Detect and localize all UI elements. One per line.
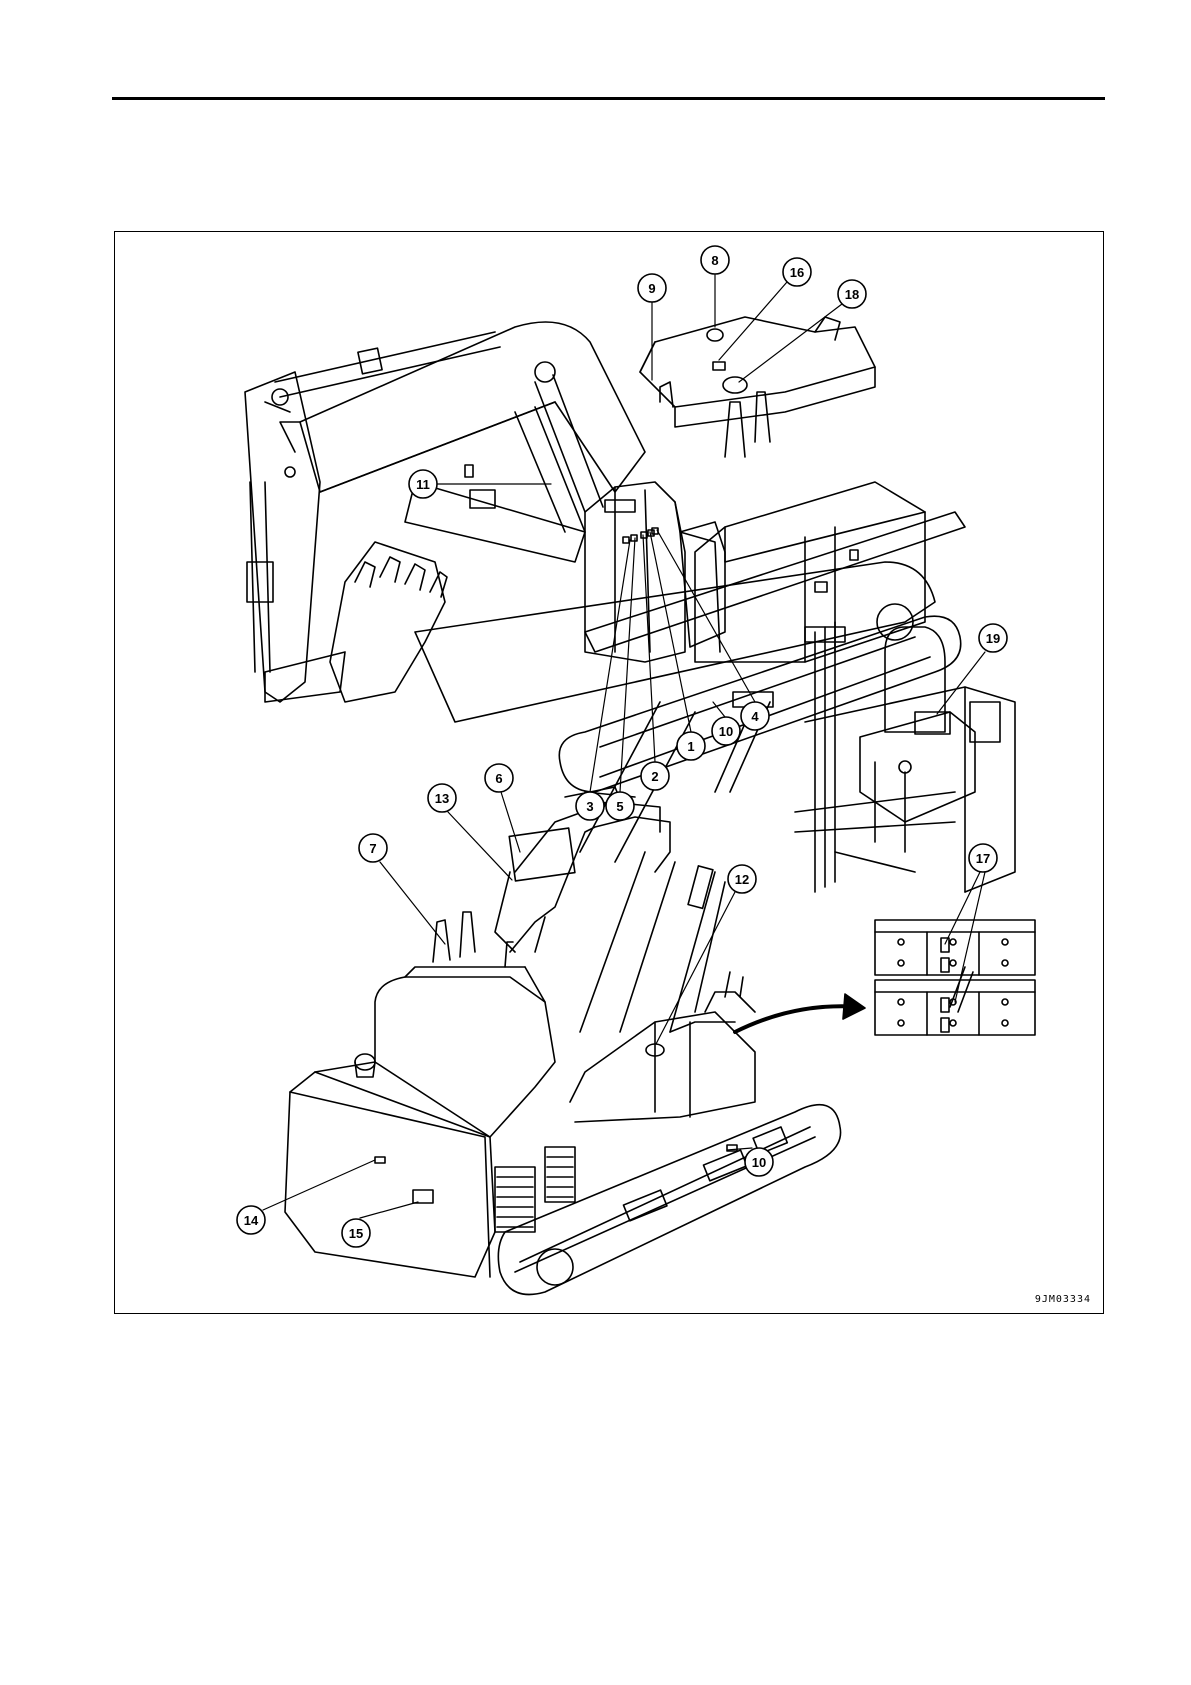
excavator-upper-view [245,317,965,862]
callout-11-label: 11 [416,477,430,492]
callout-4: 4 [741,702,769,730]
callout-12-label: 12 [735,872,749,887]
callout-2: 2 [641,762,669,790]
excavator-lower-view [285,787,865,1295]
callout-2-label: 2 [651,769,658,784]
callout-9-label: 9 [648,281,655,296]
callout-7-label: 7 [369,841,376,856]
callout-4-label: 4 [751,709,759,724]
callout-5-label: 5 [616,799,623,814]
figure-frame: 8 16 18 9 11 3 5 2 1 4 10 19 6 13 7 12 1… [114,231,1104,1314]
callout-17-label: 17 [976,851,990,866]
figure-code: 9JM03334 [1035,1294,1091,1305]
callout-16-label: 15 [349,1226,363,1241]
callout-10-lower: 10 [745,1148,773,1176]
callout-13: 13 [428,784,456,812]
callout-17: 17 [969,844,997,872]
callout-14-label: 14 [244,1213,259,1228]
callout-14: 14 [237,1206,265,1234]
callout-19: 19 [979,624,1007,652]
callout-13-label: 13 [435,791,449,806]
callout-7: 7 [359,834,387,862]
top-rule [112,97,1105,100]
callout-10-upper-label: 10 [719,724,733,739]
callouts: 8 16 18 9 11 3 5 2 1 4 10 19 6 13 7 12 1… [237,246,1007,1247]
callout-11: 11 [409,470,437,498]
callout-15-label: 16 [790,265,804,280]
callout-6: 6 [485,764,513,792]
callout-19-label: 19 [986,631,1000,646]
callout-15: 16 [783,258,811,286]
callout-10-upper: 10 [712,717,740,745]
callout-3: 3 [576,792,604,820]
callout-9: 9 [638,274,666,302]
callout-8: 8 [701,246,729,274]
callout-12: 12 [728,865,756,893]
callout-10-lower-label: 10 [752,1155,766,1170]
callout-18: 18 [838,280,866,308]
callout-8-label: 8 [711,253,718,268]
fuse-box-detail [875,920,1035,1035]
callout-16: 15 [342,1219,370,1247]
callout-18-label: 18 [845,287,859,302]
callout-5: 5 [606,792,634,820]
excavator-illustration: 8 16 18 9 11 3 5 2 1 4 10 19 6 13 7 12 1… [115,232,1105,1315]
callout-6-label: 6 [495,771,502,786]
callout-1-label: 1 [687,739,694,754]
callout-1: 1 [677,732,705,760]
callout-3-label: 3 [586,799,593,814]
